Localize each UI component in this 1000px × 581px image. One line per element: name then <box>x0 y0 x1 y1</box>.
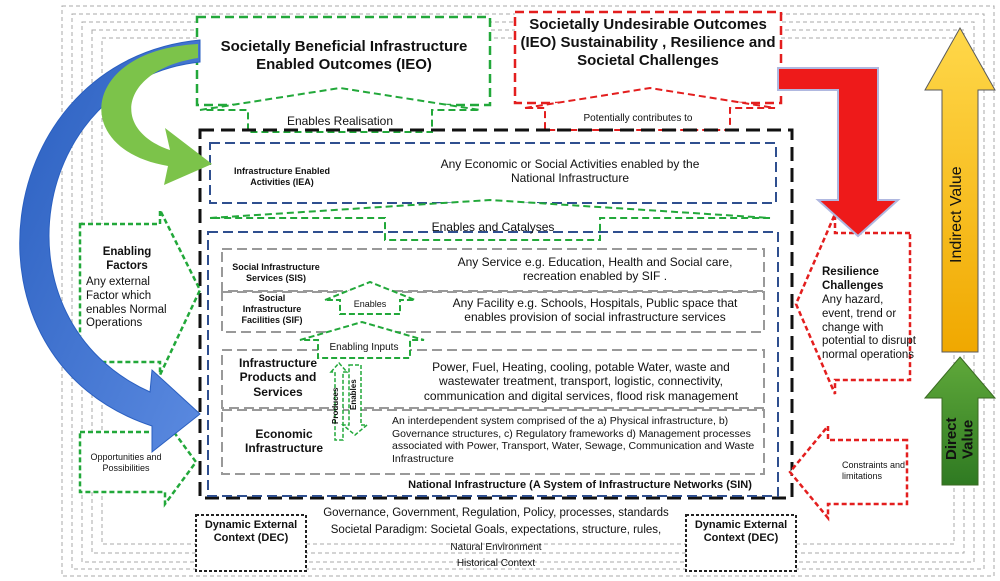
context-line-4: Historical Context <box>456 558 536 569</box>
potentially-contributes-label: Potentially contributes to <box>583 113 693 124</box>
econ-box <box>221 409 765 475</box>
dec-left-box <box>195 514 307 572</box>
constraints-label: Constraints and limitations <box>842 460 906 481</box>
context-line-3: Natural Environment <box>450 542 542 553</box>
sif-label: Social Infrastructure Facilities (SIF) <box>241 293 303 325</box>
produces-arrow <box>329 361 349 441</box>
indirect-value-label: Indirect Value <box>948 166 965 264</box>
enabling-factors-title: Enabling Factors <box>102 246 152 272</box>
ips-label: Infrastructure Products and Services <box>238 356 318 399</box>
enabling-factors-body: Any external Factor which enables Normal… <box>86 276 167 330</box>
iea-label: Infrastructure Enabled Activities (IEA) <box>233 166 331 187</box>
enabling-factors-shape <box>78 209 202 376</box>
sin-label: National Infrastructure (A System of Inf… <box>408 479 752 491</box>
enables-catalyses-arrow <box>209 198 771 241</box>
ips-desc: Power, Fuel, Heating, cooling, potable W… <box>423 360 739 403</box>
enables-down-arrow <box>340 364 370 436</box>
constraints-shape <box>788 422 909 522</box>
sif-desc: Any Facility e.g. Schools, Hospitals, Pu… <box>452 296 738 325</box>
direct-value-label: Direct Value <box>943 417 977 461</box>
econ-desc: An interdependent system comprised of th… <box>392 415 755 465</box>
beneficial-outcome-title: Societally Beneficial Infrastructure Ena… <box>220 38 468 73</box>
enables-arrow <box>324 280 416 315</box>
enabling-inputs-arrow <box>299 320 425 359</box>
dec-left-label: Dynamic External Context (DEC) <box>204 519 298 545</box>
resilience-title: Resilience Challenges <box>822 266 884 292</box>
enables-realisation-arrow <box>199 86 481 133</box>
sis-label: Social Infrastructure Services (SIS) <box>232 262 320 283</box>
sif-enables-label: Enables <box>353 299 387 309</box>
red-challenge-arrow <box>777 67 901 238</box>
econ-label: Economic Infrastructure <box>244 427 324 456</box>
national-infrastructure-frame <box>198 128 794 500</box>
enabling-inputs-label: Enabling Inputs <box>329 342 399 353</box>
context-line-2: Societal Paradigm: Societal Goals, expec… <box>330 524 662 536</box>
enables-realisation-label: Enables Realisation <box>286 114 394 128</box>
direct-value-arrow <box>923 356 997 486</box>
blue-curved-arrow <box>19 39 201 454</box>
produces-label: Produces <box>331 387 340 425</box>
resilience-body: Any hazard, event, trend or change with … <box>822 294 916 362</box>
ips-box <box>221 349 765 409</box>
indirect-value-arrow <box>924 26 996 353</box>
undesirable-outcome-title: Societally Undesirable Outcomes (IEO) Su… <box>520 16 776 69</box>
sif-box <box>221 291 765 333</box>
enables-catalyses-label: Enables and Catalyses <box>431 220 555 234</box>
sin-box <box>207 231 779 497</box>
ips-enables-label: Enables <box>349 379 358 411</box>
potentially-contributes-arrow <box>524 86 776 131</box>
opportunities-label: Opportunities and Possibilities <box>90 452 162 473</box>
opportunities-shape <box>78 416 198 508</box>
context-line-1: Governance, Government, Regulation, Poli… <box>323 507 669 519</box>
green-curved-arrow <box>101 44 212 185</box>
dec-right-box <box>685 514 797 572</box>
resilience-shape <box>794 213 912 395</box>
dec-right-label: Dynamic External Context (DEC) <box>694 519 788 545</box>
sis-desc: Any Service e.g. Education, Health and S… <box>457 255 733 284</box>
iea-desc: Any Economic or Social Activities enable… <box>440 157 700 186</box>
